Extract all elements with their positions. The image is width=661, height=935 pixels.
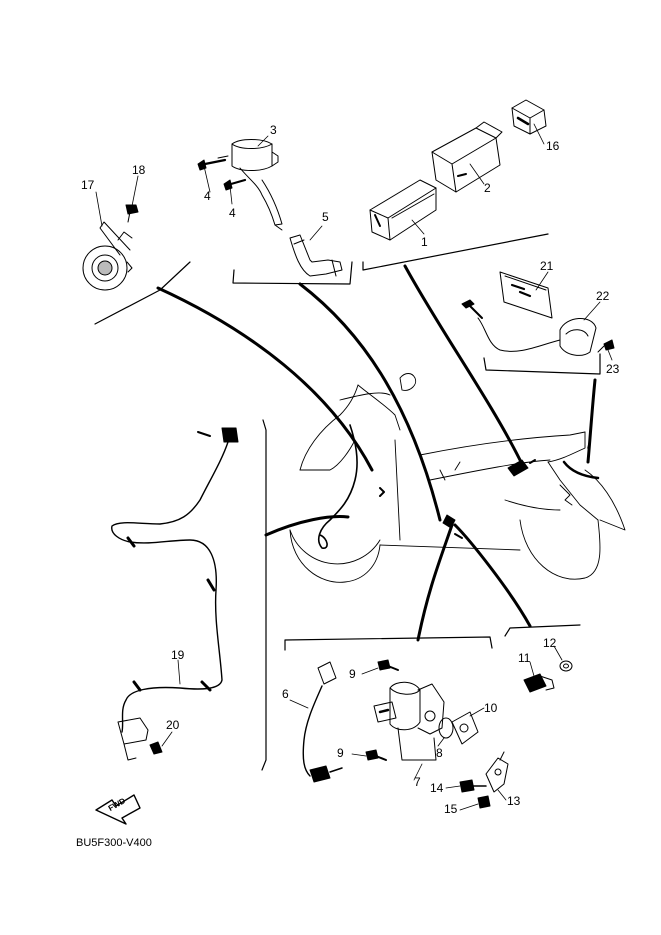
panel-outlines [94, 233, 601, 771]
screw-4a [197, 158, 227, 171]
callout-3: 3 [270, 123, 277, 137]
callout-14: 14 [430, 781, 444, 795]
callout-19: 19 [171, 648, 185, 662]
oring-8 [438, 717, 454, 739]
callout-13: 13 [507, 794, 521, 808]
callout-4a: 4 [204, 189, 211, 203]
sensor-body-20 [117, 717, 163, 761]
connector-2-part [431, 121, 503, 193]
callout-1: 1 [421, 235, 428, 249]
diagram-code: BU5F300-V400 [76, 837, 152, 849]
screw-4b [223, 178, 247, 191]
callout-7: 7 [414, 775, 421, 789]
callout-18: 18 [132, 163, 146, 177]
callout-4b: 4 [229, 206, 236, 220]
callout-21: 21 [540, 259, 554, 273]
bolt-18 [125, 204, 139, 223]
fwd-arrow-icon [95, 794, 141, 825]
solenoid-assembly-7 [373, 681, 445, 761]
sensor-11 [523, 673, 555, 693]
callout-12: 12 [543, 636, 557, 650]
sensor-22-part [461, 299, 597, 356]
callout-22: 22 [596, 289, 610, 303]
callout-leaders [95, 123, 613, 811]
bike-mounted-parts [379, 439, 600, 539]
callout-6: 6 [282, 687, 289, 701]
screw-23 [597, 339, 615, 353]
gasket-10 [451, 711, 479, 745]
callout-23: 23 [606, 362, 620, 376]
callout-9a: 9 [349, 667, 356, 681]
bike-wire [318, 424, 358, 549]
callout-8: 8 [436, 746, 443, 760]
scooter-silhouette [289, 373, 626, 583]
callout-11: 11 [518, 651, 531, 665]
sensor-6-part [302, 661, 343, 783]
bolt-9a [377, 659, 399, 671]
bracket-13 [485, 751, 509, 793]
callout-10: 10 [484, 701, 498, 715]
washer-12 [559, 660, 573, 672]
cap-16-part [511, 99, 547, 135]
callout-16: 16 [546, 139, 560, 153]
horn-part [82, 221, 133, 291]
callout-20: 20 [166, 718, 180, 732]
relay-3-part [217, 139, 283, 231]
connector-plate-21 [499, 271, 553, 319]
callout-15: 15 [444, 802, 458, 816]
boot-5-part [289, 234, 343, 277]
bolt-14 [459, 779, 487, 793]
callout-2: 2 [484, 181, 491, 195]
nut-15 [477, 795, 491, 809]
callout-17: 17 [81, 178, 95, 192]
callout-9b: 9 [337, 746, 344, 760]
bolt-9b [365, 749, 387, 761]
sensor-lead-19 [111, 427, 239, 733]
callout-5: 5 [322, 210, 329, 224]
connector-1-part [369, 179, 437, 241]
